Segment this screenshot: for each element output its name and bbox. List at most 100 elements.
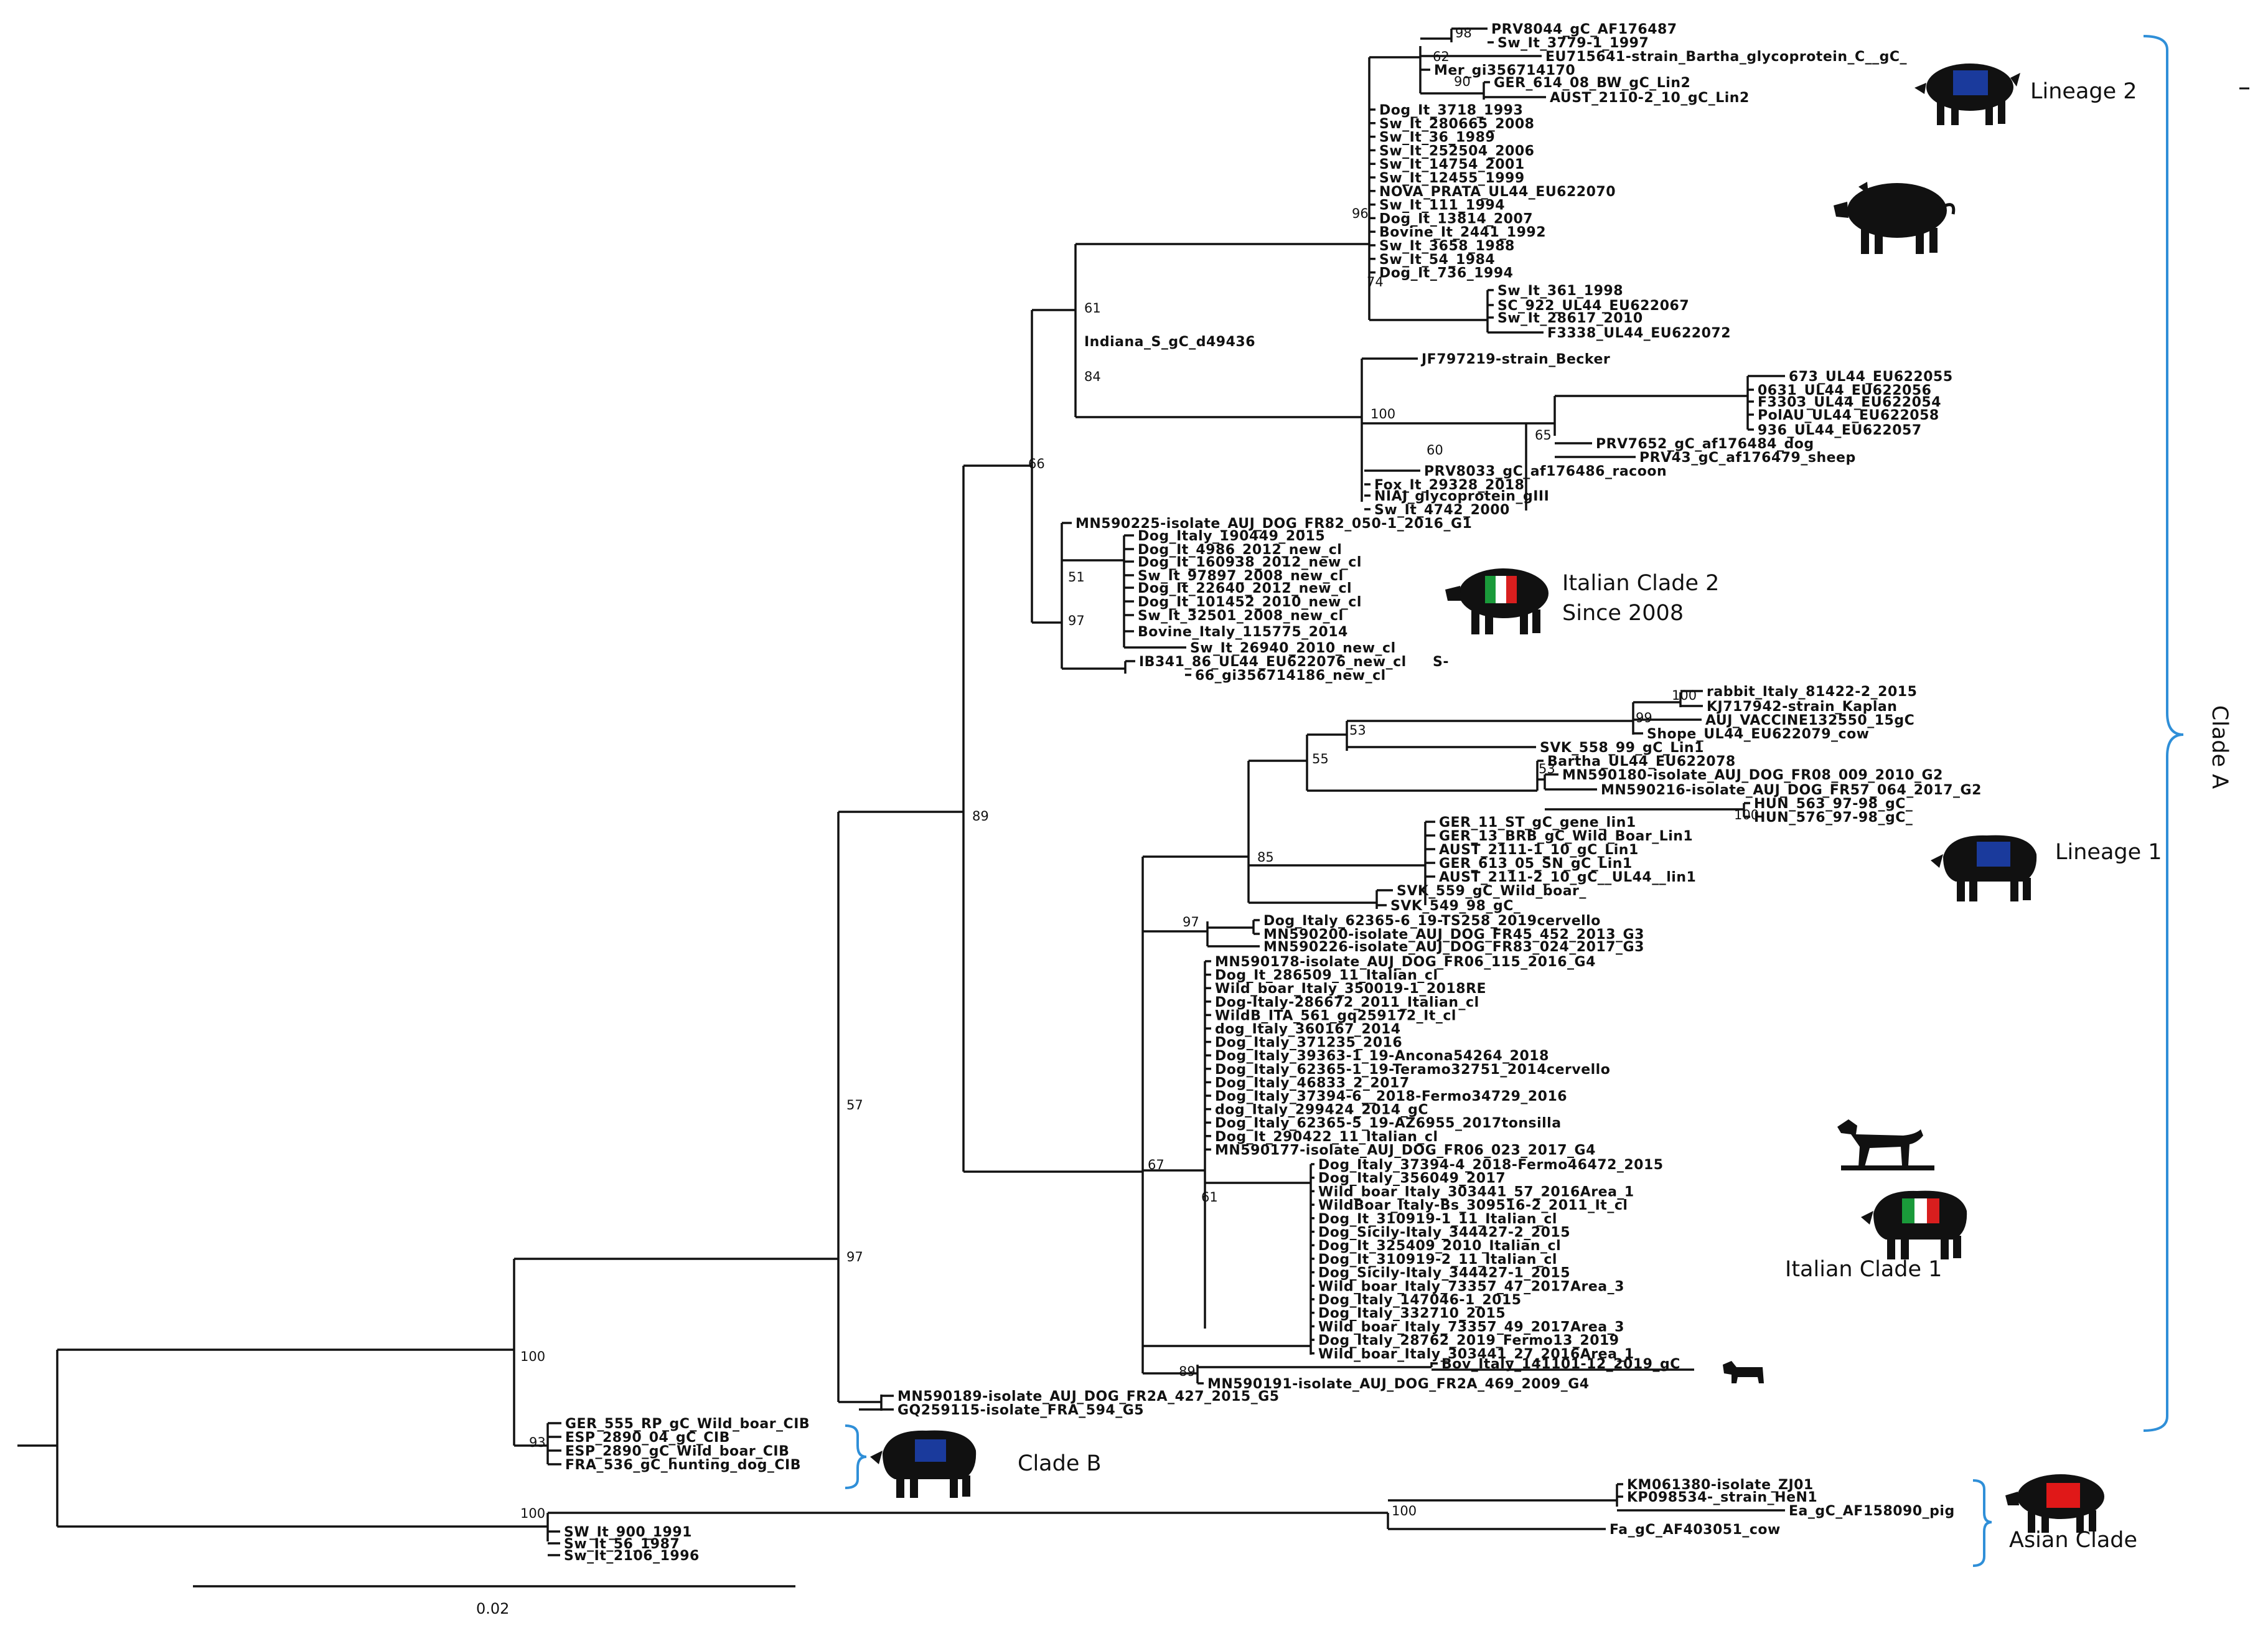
leaf-label: Wild_boar_Italy_303441_27_2016Area_1 bbox=[1318, 1347, 1634, 1362]
clade-b-label: Clade B bbox=[1018, 1451, 1102, 1476]
leaf-label: PRV8033_gC_af176486_racoon bbox=[1424, 464, 1667, 479]
leaf-label: Dog_It_101452_2010_new_cl bbox=[1138, 595, 1362, 610]
leaf-label: Sw_It_26940_2010_new_cl bbox=[1190, 641, 1396, 656]
leaf-label: Sw_It_4742_2000 bbox=[1374, 502, 1510, 518]
bootstrap-value: 99 bbox=[1636, 710, 1652, 725]
leaf-label: Shope_UL44_EU622079_cow bbox=[1647, 727, 1870, 742]
bootstrap-value: 74 bbox=[1367, 275, 1384, 289]
dog-icon bbox=[1837, 1119, 1934, 1170]
bootstrap-value: 100 bbox=[1371, 407, 1395, 421]
leaf-label: GER_613_05_SN_gC_Lin1 bbox=[1439, 856, 1633, 872]
leaf-label: dog_Italy_299424_2014_gC bbox=[1215, 1103, 1428, 1118]
bootstrap-value: 97 bbox=[1183, 915, 1199, 929]
leaf-label: FRA_536_gC_hunting_dog_CIB bbox=[565, 1457, 801, 1473]
leaf-label: Sw_It_14754_2001 bbox=[1379, 157, 1525, 172]
leaf-label: SVK_558_99_gC_Lin1 bbox=[1540, 740, 1704, 756]
bootstrap-value: 62 bbox=[1433, 49, 1450, 64]
leaf-label: ESP_2890_gC_Wild_boar_CIB bbox=[565, 1444, 789, 1459]
leaf-label: Wild_boar_Italy_73357_47_2017Area_3 bbox=[1318, 1279, 1624, 1294]
bootstrap-value: 57 bbox=[846, 1098, 863, 1113]
leaf-label: Dog-Italy-286672_2011_Italian_cl bbox=[1215, 995, 1479, 1010]
bootstrap-value: 51 bbox=[1068, 570, 1085, 585]
leaf-label: Dog_It_325409_2010_Italian_cl bbox=[1318, 1238, 1561, 1254]
leaf-label: Dog_It_736_1994 bbox=[1379, 266, 1513, 281]
leaf-label: 66_gi356714186_new_cl bbox=[1195, 668, 1386, 684]
boar-eu-flag-icon-cladeb bbox=[870, 1430, 977, 1498]
italian-clade-1-label: Italian Clade 1 bbox=[1785, 1257, 1942, 1282]
leaf-label: Sw_It_12455_1999 bbox=[1379, 171, 1525, 186]
bootstrap-value: 100 bbox=[1672, 688, 1697, 703]
bootstrap-value: 84 bbox=[1084, 369, 1101, 384]
leaf-label: 936_UL44_EU622057 bbox=[1758, 423, 1922, 438]
bootstrap-value: 97 bbox=[846, 1249, 863, 1264]
pig-eu-flag-icon bbox=[1914, 64, 2020, 125]
leaf-label: Sw_It_2106_1996 bbox=[564, 1548, 700, 1564]
bootstrap-value: 100 bbox=[1392, 1503, 1417, 1518]
italian-clade-2-sublabel: Since 2008 bbox=[1562, 601, 1684, 626]
leaf-label: SVK_559_gC_Wild_boar_ bbox=[1397, 883, 1586, 899]
leaf-label: Dog_Italy_62365-6_19-TS258_2019cervello bbox=[1263, 913, 1601, 929]
leaf-label: Bartha_UL44_EU622078 bbox=[1547, 754, 1736, 769]
leaf-label: Sw_It_3779-1_1997 bbox=[1497, 35, 1649, 51]
leaf-label: MN590177-isolate_AUJ_DOG_FR06_023_2017_G… bbox=[1215, 1142, 1596, 1158]
leaf-label: dog_Italy_360167_2014 bbox=[1215, 1022, 1401, 1037]
leaf-label: WildBoar_Italy-Bs_309516-2_2011_It_cl bbox=[1318, 1198, 1628, 1213]
leaf-label: Dog_Italy_62365-5_19-AZ6955_2017tonsilla bbox=[1215, 1116, 1562, 1131]
boar-eu-flag-icon bbox=[1931, 835, 2037, 901]
leaf-label: PRV7652_gC_af176484_dog bbox=[1596, 436, 1814, 452]
leaf-label: JF797219-strain_Becker bbox=[1420, 352, 1610, 367]
leaf-label: Dog_It_4986_2012_new_cl bbox=[1138, 542, 1342, 558]
scale-bar-label: 0.02 bbox=[476, 1600, 509, 1617]
bootstrap-value: 100 bbox=[1734, 807, 1759, 822]
leaf-label: Dog_It_22640_2012_new_cl bbox=[1138, 581, 1352, 596]
bootstrap-value: 53 bbox=[1539, 761, 1555, 776]
pig-italy-flag-icon bbox=[1445, 568, 1549, 634]
leaf-label: Dog_Italy_371235_2016 bbox=[1215, 1035, 1402, 1051]
leaf-label: MN590180-isolate_AUJ_DOG_FR08_009_2010_G… bbox=[1562, 768, 1943, 783]
leaf-labels: SW_It_900_1991Sw_It_56_1987Sw_It_2106_19… bbox=[564, 22, 1981, 1564]
leaf-label: Dog_Italy_37394-6__2018-Fermo34729_2016 bbox=[1215, 1089, 1567, 1104]
leaf-label: Sw_It_28617_2010 bbox=[1497, 311, 1643, 326]
leaf-label: Sw_It_97897_2008_new_cl bbox=[1138, 568, 1344, 584]
bootstrap-value: 61 bbox=[1201, 1190, 1218, 1205]
leaf-label: Dog_It_3718_1993 bbox=[1379, 103, 1523, 118]
leaf-label: AUST_2111-1_10_gC_Lin1 bbox=[1439, 842, 1639, 858]
bootstrap-value: 100 bbox=[520, 1349, 545, 1364]
bootstrap-value: 65 bbox=[1535, 428, 1552, 443]
bootstrap-value: 96 bbox=[1352, 206, 1369, 221]
leaf-label: SVK_549_98_gC_ bbox=[1390, 898, 1521, 914]
bootstrap-value: 55 bbox=[1312, 751, 1329, 766]
lineage-2-label: Lineage 2 bbox=[2030, 79, 2137, 104]
bootstrap-value: 61 bbox=[1084, 301, 1101, 316]
leaf-label: Dog_Italy_147046-1_2015 bbox=[1318, 1292, 1522, 1308]
leaf-label: Dog_It_286509_11_Italian_cl bbox=[1215, 968, 1438, 984]
bootstrap-value: 85 bbox=[1257, 850, 1274, 865]
leaf-label: GER_11_ST_gC_gene_lin1 bbox=[1439, 815, 1636, 830]
leaf-label: NIAJ_glycoprotein_gIII bbox=[1374, 489, 1549, 504]
pig-icon bbox=[1834, 182, 1956, 254]
leaf-label: Dog_Italy_39363-1_19-Ancona54264_2018 bbox=[1215, 1048, 1549, 1064]
leaf-label: ESP_2890_04_gC_CIB bbox=[565, 1430, 730, 1446]
leaf-label: AUJ_VACCINE132550_15gC bbox=[1705, 713, 1914, 728]
leaf-label: rabbit_Italy_81422-2_2015 bbox=[1707, 684, 1917, 700]
leaf-label: KP098534-_strain_HeN1 bbox=[1627, 1490, 1817, 1505]
leaf-label: F3338_UL44_EU622072 bbox=[1547, 326, 1731, 341]
bootstrap-value: 100 bbox=[520, 1506, 545, 1521]
leaf-label: PolAU_UL44_EU622058 bbox=[1758, 408, 1939, 423]
bootstrap-value: 89 bbox=[1179, 1364, 1196, 1379]
leaf-label: Sw_It_252504_2006 bbox=[1379, 143, 1534, 159]
leaf-label: Dog_Italy_190449_2015 bbox=[1138, 529, 1325, 544]
leaf-label: NOVA_PRATA_UL44_EU622070 bbox=[1379, 184, 1616, 200]
leaf-label: KM061380-isolate_ZJ01 bbox=[1627, 1477, 1814, 1493]
leaf-label: EU715641-strain_Bartha_glycoprotein_C__g… bbox=[1545, 49, 1907, 65]
leaf-label: Dog_Sicily-Italy_344427-2_2015 bbox=[1318, 1225, 1570, 1241]
leaf-label: Sw_It_361_1998 bbox=[1497, 283, 1623, 299]
internal-node-label: Indiana_S_gC_d49436 bbox=[1084, 334, 1255, 350]
bootstrap-value: 98 bbox=[1455, 26, 1472, 40]
leaf-label: Sw_It_111_1994 bbox=[1379, 198, 1505, 214]
leaf-label: HUN_576_97-98_gC_ bbox=[1754, 810, 1913, 826]
leaf-label: PRV8044_gC_AF176487 bbox=[1491, 22, 1677, 37]
leaf-label: GQ259115-isolate_FRA_594_G5 bbox=[897, 1403, 1144, 1418]
bootstrap-value: 53 bbox=[1349, 723, 1366, 738]
